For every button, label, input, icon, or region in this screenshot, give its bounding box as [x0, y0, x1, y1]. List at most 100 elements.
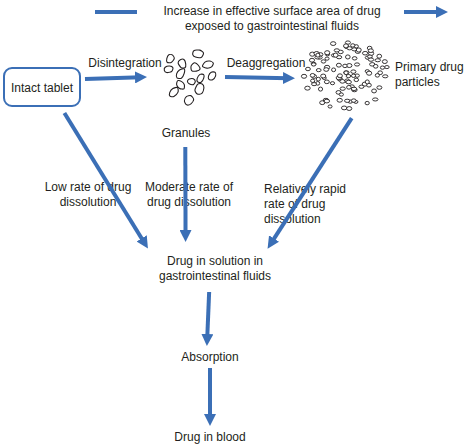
particle-shape [375, 74, 379, 78]
particle-shape [340, 87, 345, 90]
particle-shape [346, 80, 352, 84]
particle-shape [325, 57, 329, 60]
particle-shape [321, 60, 326, 63]
particle-shape [312, 83, 317, 86]
particle-shape [354, 63, 359, 66]
particle-shape [351, 99, 356, 102]
particle-shape [332, 68, 336, 72]
particle-shape [312, 63, 316, 66]
particle-shape [318, 87, 322, 91]
granule-shape [164, 66, 173, 73]
particle-shape [347, 47, 352, 50]
granule-shape [202, 61, 213, 68]
particle-shape [338, 74, 343, 78]
node-text: Drug in blood [160, 430, 260, 445]
particle-shape [316, 77, 320, 81]
particle-shape [362, 51, 367, 55]
particle-shape [340, 80, 345, 84]
particle-shape [345, 99, 350, 102]
flow-arrow [208, 368, 212, 420]
stage-node: Drug in solution in gastrointestinal flu… [145, 252, 285, 286]
particle-shape [339, 93, 343, 96]
particle-shape [367, 71, 372, 75]
node-text: Drug in solution in gastrointestinal flu… [145, 254, 285, 284]
particle-shape [337, 98, 342, 102]
granule-shape [191, 63, 200, 71]
node-text: Intact tablet [3, 81, 81, 96]
particle-shape [325, 51, 330, 55]
granule-shape [195, 84, 204, 95]
trend-arrow-line [404, 10, 442, 14]
particle-shape [373, 64, 378, 68]
particle-shape [385, 66, 390, 69]
granules-illustration [150, 42, 222, 110]
particle-shape [311, 79, 315, 82]
flow-arrow [85, 77, 141, 79]
granule-shape [187, 79, 195, 85]
edge-label: Relatively rapid rate of drug dissolutio… [264, 182, 360, 227]
edge-label: Deaggregation [224, 56, 308, 71]
particle-shape [352, 88, 358, 92]
particle-shape [341, 106, 346, 110]
particle-shape [380, 66, 384, 69]
particle-shape [347, 107, 352, 111]
stage-node: Drug in blood [160, 428, 260, 446]
particle-shape [359, 85, 364, 88]
particle-shape [383, 75, 388, 78]
granule-shape [167, 55, 175, 63]
node-text: Absorption [170, 350, 250, 365]
granule-shape [197, 74, 204, 82]
stage-node: Absorption [170, 348, 250, 366]
particle-shape [330, 82, 334, 85]
granule-shape [193, 50, 204, 58]
particle-shape [382, 60, 387, 64]
particle-shape [365, 80, 369, 84]
particle-shape [324, 80, 329, 84]
particle-shape [309, 58, 314, 62]
particle-shape [324, 99, 330, 103]
trend-arrow-line [95, 10, 137, 14]
particle-shape [343, 64, 347, 67]
particle-shape [344, 71, 350, 74]
particle-shape [310, 73, 315, 77]
particle-shape [330, 42, 335, 46]
granule-shape [176, 69, 184, 79]
particle-shape [333, 53, 338, 57]
particle-shape [351, 70, 356, 73]
particle-shape [321, 74, 326, 78]
granule-shape [184, 96, 193, 105]
particle-shape [354, 78, 359, 81]
particle-shape [377, 54, 382, 58]
particle-shape [328, 105, 332, 108]
particle-shape [347, 85, 352, 89]
particle-shape [316, 69, 321, 72]
particle-shape [352, 57, 357, 60]
tablet-box: Intact tablet [3, 67, 81, 107]
particle-shape [368, 58, 374, 61]
particle-cluster: Primary drug particles [298, 38, 392, 114]
particles-illustration [298, 38, 392, 114]
particle-shape [375, 59, 381, 62]
particle-shape [351, 74, 355, 77]
flow-arrow [271, 118, 352, 243]
trend-label: Increase in effective surface area of dr… [141, 4, 403, 34]
flow-arrow [207, 292, 209, 340]
particle-shape [351, 87, 356, 90]
particle-shape [377, 86, 382, 90]
particle-shape [356, 48, 361, 52]
particle-shape [306, 67, 311, 70]
particle-shape [368, 49, 373, 53]
particle-shape [316, 53, 320, 57]
granule-shape [178, 59, 186, 68]
particle-shape [311, 62, 316, 65]
particle-shape [344, 71, 348, 75]
flow-arrow [183, 147, 187, 236]
particle-shape [305, 86, 311, 90]
particle-shape [372, 89, 377, 93]
particle-shape [334, 49, 339, 52]
particle-shape [372, 98, 378, 101]
particle-shape [301, 74, 306, 78]
particle-shape [365, 101, 369, 104]
